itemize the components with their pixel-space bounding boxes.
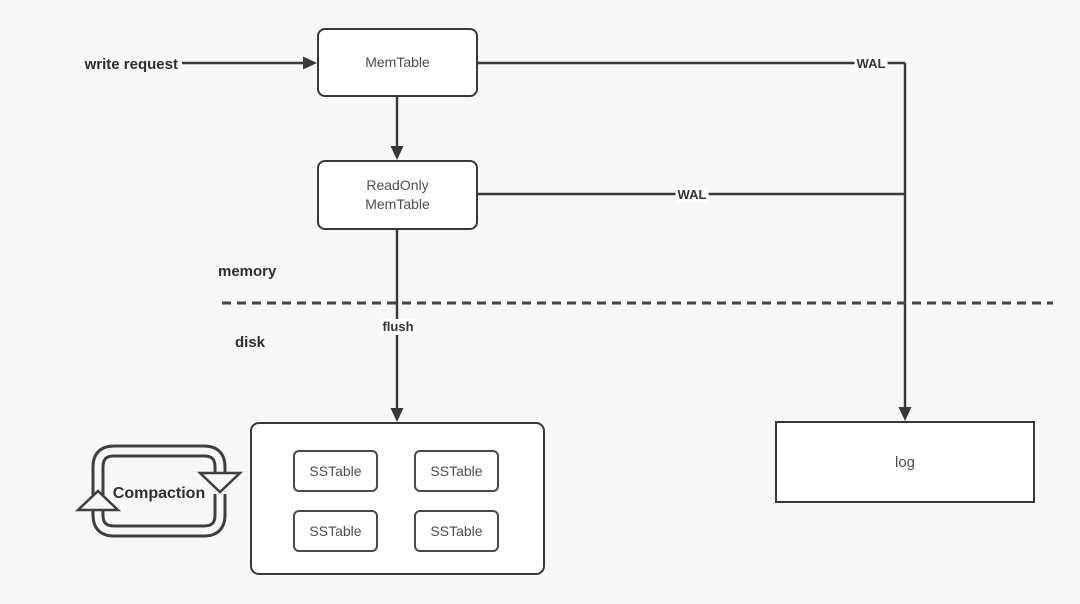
compaction-label: Compaction: [112, 485, 206, 502]
sstable-node: SSTable: [293, 450, 378, 492]
wal-tag-top: WAL: [854, 56, 888, 72]
memtable-to-readonly-arrowhead: [390, 146, 404, 160]
log-node: log: [775, 421, 1035, 503]
readonly-memtable-node: ReadOnly MemTable: [317, 160, 478, 230]
disk-label: disk: [235, 334, 266, 351]
sstable-node: SSTable: [414, 510, 499, 552]
wal-tag-mid: WAL: [675, 187, 709, 203]
memtable-node: MemTable: [317, 28, 478, 97]
sstable-node: SSTable: [414, 450, 499, 492]
flush-tag: flush: [380, 319, 416, 335]
wal-arrowhead: [898, 407, 912, 421]
memory-label: memory: [218, 263, 277, 280]
compaction-loop-icon: [74, 444, 244, 538]
write-request-arrowhead: [303, 56, 317, 70]
sstable-node: SSTable: [293, 510, 378, 552]
flush-arrowhead: [390, 408, 404, 422]
sstable-group: SSTable SSTable SSTable SSTable: [250, 422, 545, 575]
write-request-label: write request: [84, 56, 178, 73]
